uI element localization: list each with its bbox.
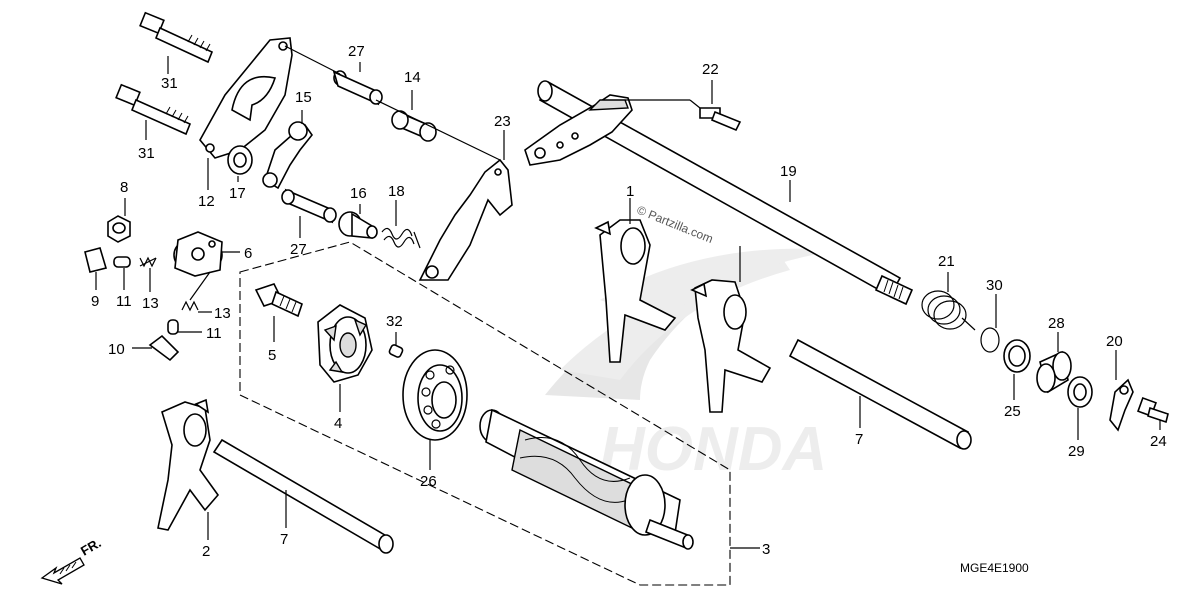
ball-bearing-26 — [402, 349, 468, 441]
washer-25 — [1003, 339, 1031, 373]
callout-27-lower: 27 — [290, 241, 307, 258]
callout-21: 21 — [938, 253, 955, 270]
callout-11-lower: 11 — [206, 325, 222, 342]
callout-29: 29 — [1068, 443, 1085, 460]
collar-14 — [391, 110, 437, 142]
dowel-pin-32 — [388, 344, 404, 358]
shift-fork-2 — [157, 398, 220, 531]
callout-10: 10 — [108, 341, 125, 358]
honda-brand-watermark: HONDA — [600, 415, 827, 484]
stopper-plate-12 — [199, 37, 293, 159]
callout-13-lower: 13 — [214, 305, 231, 322]
callout-12: 12 — [198, 193, 215, 210]
collar-16 — [338, 211, 378, 239]
shift-fork-center — [690, 279, 772, 413]
callout-18: 18 — [388, 183, 405, 200]
shift-drum-center-4 — [317, 304, 373, 383]
return-spring-21 — [921, 290, 976, 331]
callout-13-upper: 13 — [142, 295, 159, 312]
callout-24: 24 — [1150, 433, 1167, 450]
callout-17: 17 — [229, 185, 246, 202]
callout-4: 4 — [334, 415, 342, 432]
leader-line-27-23 — [375, 99, 501, 161]
shift-arm-23 — [418, 158, 513, 281]
callout-15: 15 — [295, 89, 312, 106]
needle-bearing-28 — [1036, 350, 1072, 394]
pin-11-lower — [167, 319, 179, 335]
callout-7-left: 7 — [280, 531, 288, 548]
bolt-31-upper — [139, 11, 214, 64]
callout-19: 19 — [780, 163, 797, 180]
drawing-code: MGE4E1900 — [960, 561, 1029, 575]
callout-31-upper: 31 — [161, 75, 178, 92]
spring-13-upper — [139, 256, 157, 268]
shift-fork-1 — [594, 219, 677, 363]
callout-6: 6 — [244, 245, 252, 262]
pawl-10 — [148, 334, 180, 362]
bolt-31-lower — [115, 83, 192, 136]
collar-27-upper — [332, 70, 383, 106]
leader-line-12-27 — [284, 45, 341, 75]
callout-30: 30 — [986, 277, 1003, 294]
spring-13-lower — [181, 300, 199, 312]
honda-wing-watermark: HONDA — [545, 248, 840, 484]
callout-1: 1 — [626, 183, 634, 200]
shift-drum-3 — [479, 408, 694, 550]
fork-shaft-7-right — [788, 338, 972, 450]
bolt-5 — [254, 283, 303, 318]
callout-27-upper: 27 — [348, 43, 365, 60]
callout-7-right: 7 — [855, 431, 863, 448]
stopper-arm-15 — [262, 121, 313, 190]
oil-seal-29 — [1067, 376, 1093, 408]
callout-9: 9 — [91, 293, 99, 310]
callout-16: 16 — [350, 185, 367, 202]
callout-22: 22 — [702, 61, 719, 78]
callout-11-upper: 11 — [116, 293, 132, 310]
callout-32: 32 — [386, 313, 403, 330]
circlip-30 — [980, 327, 1000, 353]
front-indicator-label: FR. — [78, 535, 104, 558]
callout-28: 28 — [1048, 315, 1065, 332]
gearshift-spindle-19 — [524, 80, 914, 306]
callout-2: 2 — [202, 543, 210, 560]
callout-labels: 31 31 12 17 15 27 14 16 18 23 27 1 22 19… — [91, 43, 1167, 560]
fork-shaft-7-left — [212, 438, 394, 554]
collar-27-lower — [281, 188, 337, 224]
callout-leaders — [95, 56, 1161, 549]
callout-25: 25 — [1004, 403, 1021, 420]
pin-9 — [84, 247, 108, 273]
front-direction-indicator: FR. — [40, 535, 104, 585]
nut-8 — [107, 215, 131, 243]
callout-14: 14 — [404, 69, 421, 86]
callout-8: 8 — [120, 179, 128, 196]
washer-17 — [227, 145, 253, 175]
callout-26: 26 — [420, 473, 437, 490]
callout-20: 20 — [1106, 333, 1123, 350]
callout-5: 5 — [268, 347, 276, 364]
leader-line-6 — [189, 271, 211, 301]
callout-23: 23 — [494, 113, 511, 130]
joint-6 — [173, 231, 223, 277]
callout-3: 3 — [762, 541, 770, 558]
plate-20 — [1109, 378, 1134, 432]
spring-18 — [381, 227, 421, 249]
callout-31-lower: 31 — [138, 145, 155, 162]
pin-11-upper — [113, 256, 131, 268]
bolt-22 — [689, 99, 742, 132]
bolt-24 — [1137, 397, 1169, 424]
